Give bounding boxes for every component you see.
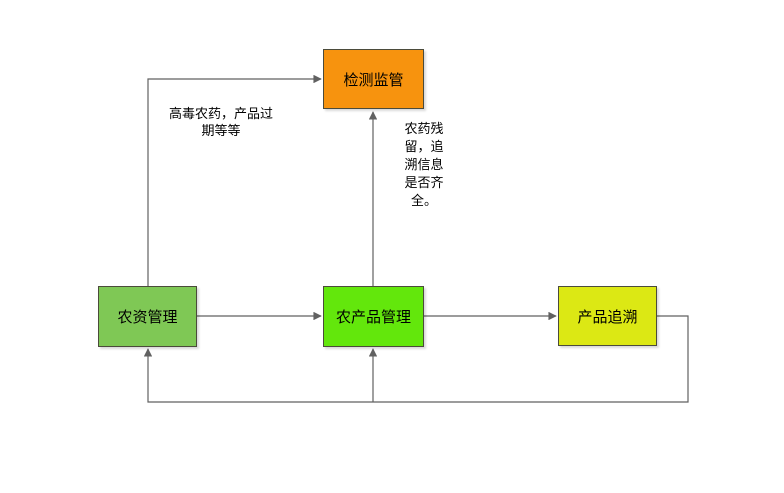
node-detection-supervision: 检测监管 — [323, 49, 424, 109]
node-agri-material-management: 农资管理 — [98, 286, 197, 347]
node-label: 农资管理 — [117, 308, 178, 326]
edge-materials-to-detection — [147, 74, 322, 286]
node-product-traceability: 产品追溯 — [558, 286, 657, 346]
edge-traceability-to-materials — [143, 315, 689, 403]
node-label: 检测监管 — [343, 70, 404, 89]
node-label: 农产品管理 — [335, 308, 411, 326]
edge-label-residue-tracing: 农药残 留，追 溯信息 是否齐 全。 — [404, 122, 444, 209]
node-agri-product-management: 农产品管理 — [323, 286, 424, 347]
edge-label-toxic-expired: 高毒农药，产品过 期等等 — [168, 107, 273, 139]
node-label: 产品追溯 — [577, 307, 638, 326]
